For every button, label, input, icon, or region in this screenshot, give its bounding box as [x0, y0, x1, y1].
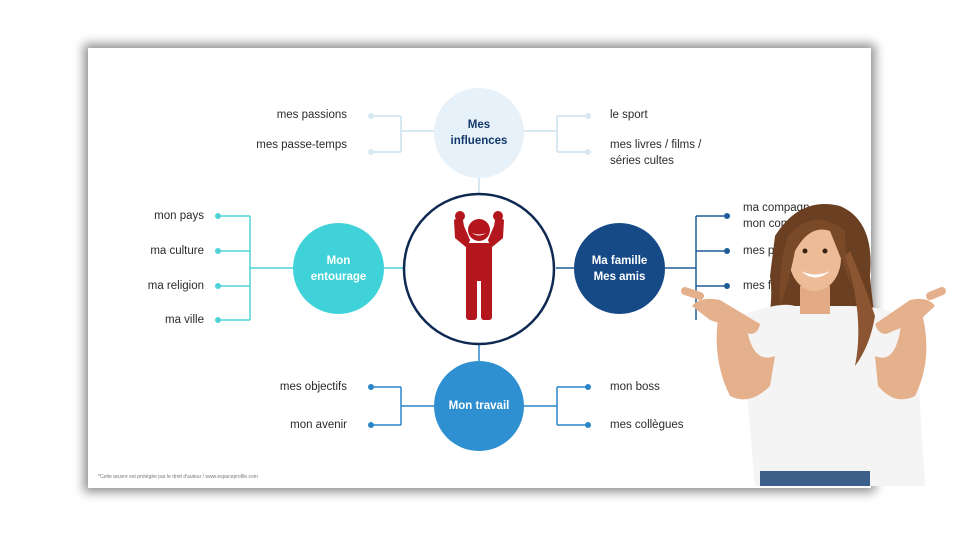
label-mes-parents: mes pa	[743, 245, 781, 257]
node-ma-famille: Ma famille Mes amis	[574, 223, 665, 314]
label-mon-boss: mon boss	[610, 381, 660, 393]
node-mes-influences: Mes influences	[434, 88, 524, 178]
label-ma-religion: ma religion	[147, 280, 204, 292]
node-title: Mon entourage	[310, 254, 367, 283]
copyright-footer: *Cette œuvre est protégée par le droit d…	[98, 474, 258, 480]
node-mon-entourage: Mon entourage	[293, 223, 384, 314]
label-mon-avenir: mon avenir	[290, 419, 347, 431]
person-celebrating-icon	[454, 211, 504, 320]
label-mes-objectifs: mes objectifs	[279, 381, 347, 393]
label-mes-livres: mes livres / films / séries cultes	[610, 139, 702, 167]
label-ma-ville: ma ville	[165, 314, 204, 326]
node-title: Mes influences	[450, 119, 508, 147]
node-title: Ma famille Mes amis	[591, 254, 648, 283]
label-le-sport: le sport	[610, 109, 648, 121]
label-mes-passions: mes passions	[276, 109, 347, 121]
node-mon-travail: Mon travail	[434, 361, 524, 451]
node-title: Mon travail	[448, 400, 510, 412]
label-ma-culture: ma culture	[150, 245, 204, 257]
woman-photo	[681, 204, 946, 486]
label-mes-collegues: mes collègues	[610, 419, 684, 431]
label-mon-pays: mon pays	[154, 210, 204, 222]
label-mes-passe-temps: mes passe-temps	[256, 139, 347, 151]
